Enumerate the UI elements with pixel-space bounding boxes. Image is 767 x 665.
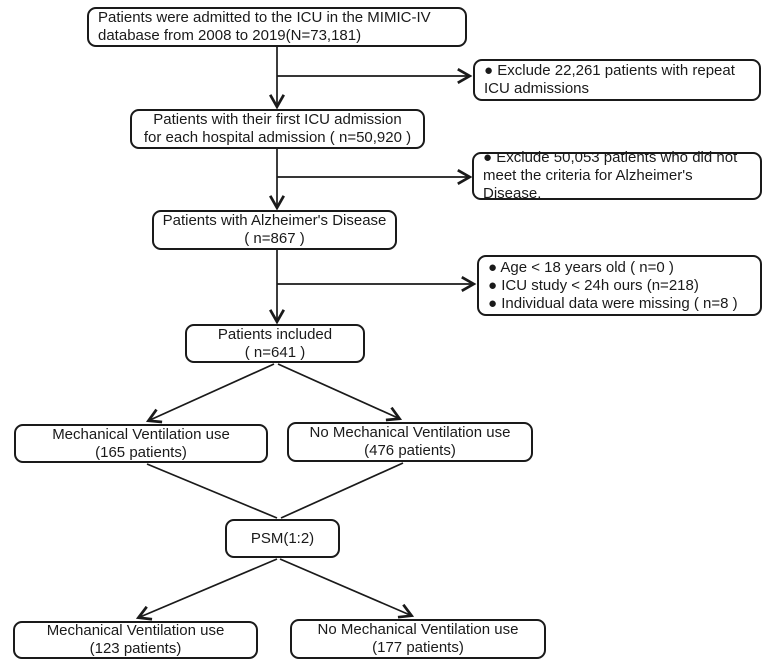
node-line: ( n=867 ) (244, 230, 305, 247)
arrow-psm-to-mv (135, 558, 278, 621)
node-line: PSM(1:2) (250, 529, 315, 547)
node-line: for each hospital admission ( n=50,920 ) (143, 129, 412, 146)
node-no-mechanical-ventilation-pre-psm-box: No Mechanical Ventilation use (476 patie… (287, 422, 533, 462)
node-included-box: Patients included ( n=641 ) (185, 324, 365, 363)
arrow-included-to-mv (145, 363, 275, 424)
exclusion-repeat-admissions-box: ● Exclude 22,261 patients with repeat IC… (473, 59, 761, 101)
node-line: No Mechanical Ventilation use (309, 424, 511, 441)
node-alzheimers-box: Patients with Alzheimer's Disease ( n=86… (152, 210, 397, 250)
node-line: Patients included (217, 325, 333, 343)
arrow-psm-to-no-mv (279, 558, 415, 619)
node-mechanical-ventilation-pre-psm-box: Mechanical Ventilation use (165 patients… (14, 424, 268, 463)
node-line: Patients were admitted to the ICU in the… (98, 9, 431, 26)
node-line: (123 patients) (89, 640, 182, 657)
node-line: Patients with Alzheimer's Disease (162, 212, 387, 229)
node-line: (177 patients) (372, 639, 464, 656)
node-line: (476 patients) (364, 442, 456, 459)
node-line: ( n=641 ) (244, 343, 306, 361)
node-line: (165 patients) (95, 443, 187, 461)
node-no-mechanical-ventilation-post-psm-box: No Mechanical Ventilation use (177 patie… (290, 619, 546, 659)
node-line: No Mechanical Ventilation use (317, 621, 519, 638)
node-first-icu-box: Patients with their first ICU admission … (130, 109, 425, 149)
line-mv-to-psm (146, 463, 278, 519)
node-admitted-box: Patients were admitted to the ICU in the… (87, 7, 467, 47)
exclusion-bullet: ● Age < 18 years old ( n=0 ) (488, 258, 674, 276)
exclusion-bullet: ● Individual data were missing ( n=8 ) (488, 294, 738, 312)
exclusion-other-criteria-box: ● Age < 18 years old ( n=0 ) ● ICU study… (477, 255, 762, 316)
node-line: Patients with their first ICU admission (153, 111, 402, 128)
exclusion-text: ● Exclude 50,053 patients who did not me… (483, 149, 738, 202)
node-line: Mechanical Ventilation use (46, 622, 225, 639)
exclusion-text: ● Exclude 22,261 patients with repeat IC… (484, 62, 735, 97)
node-line: database from 2008 to 2019(N=73,181) (98, 27, 362, 44)
exclusion-bullet: ● ICU study < 24h ours (n=218) (488, 276, 699, 294)
node-psm-box: PSM(1:2) (225, 519, 340, 558)
exclusion-not-alzheimers-box: ● Exclude 50,053 patients who did not me… (472, 149, 762, 202)
node-line: Mechanical Ventilation use (52, 425, 230, 443)
line-no-mv-to-psm (280, 462, 404, 519)
arrow-included-to-no-mv (277, 363, 403, 422)
node-mechanical-ventilation-post-psm-box: Mechanical Ventilation use (123 patients… (13, 621, 258, 659)
